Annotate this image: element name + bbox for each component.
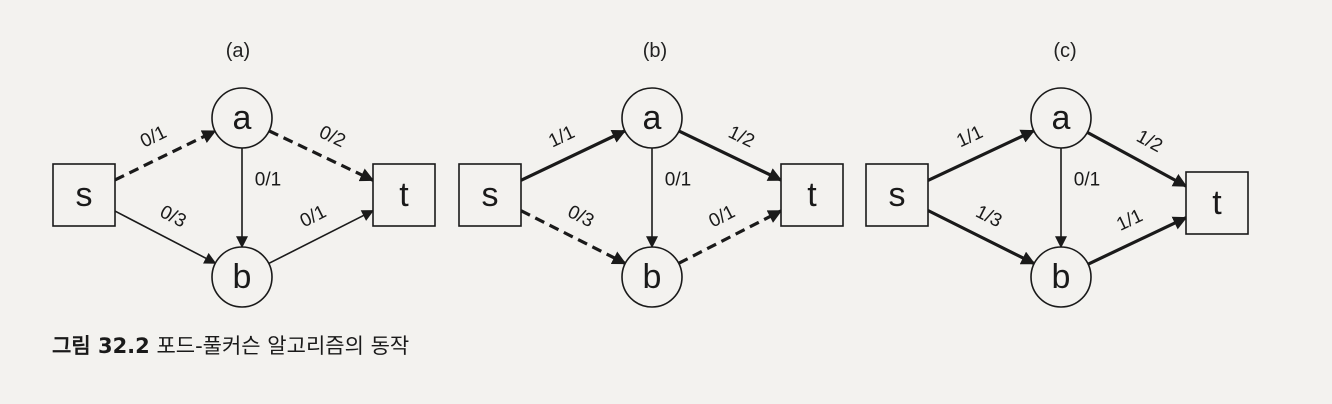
edge-a-t [1086,130,1188,188]
node-b-circle [621,246,683,308]
edge-label-a-t: 0/2 [316,122,349,152]
node-b-label: b [1052,258,1071,296]
edge-s-a [114,129,217,182]
node-t-label: t [807,176,817,214]
node-b-circle [211,246,273,308]
node-s-box [458,163,522,227]
node-s-label: s [76,176,93,214]
node-t-label: t [1212,184,1222,222]
node-s-label: s [482,176,499,214]
panel-label: (a) [226,40,250,62]
panel-label: (c) [1053,40,1076,62]
node-t-box [1185,171,1249,235]
edge-b-t [268,209,375,265]
node-t-box [372,163,436,227]
edge-label-s-b: 1/3 [972,201,1005,232]
edge-a-t [268,129,375,182]
edge-label-a-b: 0/1 [1074,170,1100,191]
edge-label-s-a: 0/1 [137,122,170,152]
edge-label-a-t: 1/2 [725,122,758,152]
edge-s-a [520,129,627,182]
edge-b-t [1087,216,1188,266]
edge-label-a-b: 0/1 [665,170,691,191]
node-s-label: s [889,176,906,214]
node-a-label: a [233,99,252,137]
edge-label-b-t: 0/1 [706,202,739,233]
node-b-label: b [233,258,252,296]
node-a-label: a [643,99,662,137]
node-a-circle [621,87,683,149]
figure-caption: 그림 32.2 포드-풀커슨 알고리즘의 동작 [52,330,409,360]
node-a-label: a [1052,99,1071,137]
edge-label-b-t: 0/1 [297,201,330,232]
panel-c: (c) 1/1 1/2 0/1 1/3 1/1 s t a b [865,40,1249,308]
edge-a-t [678,129,783,182]
edge-s-b [927,209,1036,266]
panel-label: (b) [643,40,667,62]
edge-s-a [927,129,1036,182]
edge-s-b [114,210,217,264]
edge-b-t [677,209,783,265]
node-a-circle [1030,87,1092,149]
node-b-circle [1030,246,1092,308]
node-s-box [52,163,116,227]
panel-b: (b) 1/1 1/2 0/1 0/3 0/1 s t a b [458,40,844,308]
panel-a: (a) 0/1 0/2 0/1 0/3 0/1 s t a b [52,40,436,308]
node-t-box [780,163,844,227]
node-b-label: b [643,258,662,296]
node-s-box [865,163,929,227]
figure-caption-text: 포드-풀커슨 알고리즘의 동작 [156,334,410,358]
node-a-circle [211,87,273,149]
edge-label-s-a: 1/1 [953,122,986,152]
edge-label-s-b: 0/3 [564,201,597,232]
node-t-label: t [399,176,409,214]
edge-s-b [520,209,627,265]
edge-label-a-t: 1/2 [1133,126,1166,157]
edge-label-a-b: 0/1 [255,170,281,191]
edge-label-s-b: 0/3 [156,202,189,233]
edge-label-s-a: 1/1 [545,122,578,152]
edge-label-b-t: 1/1 [1113,205,1146,235]
figure-caption-number: 그림 32.2 [52,334,150,358]
